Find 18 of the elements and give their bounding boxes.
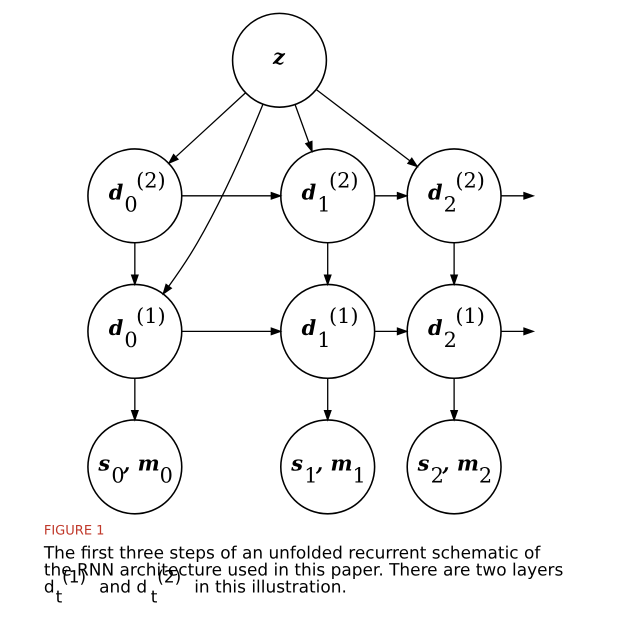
node-circle: z [231,12,327,108]
diagram-title: FIGURE 1 [43,524,104,539]
arrow [181,192,282,200]
arrow [323,378,332,422]
arrow [374,327,408,336]
arrow [167,92,246,164]
arrow [294,104,312,153]
arrow [450,242,458,286]
arrow [130,378,138,422]
arrow [500,327,535,336]
arrow [374,192,408,200]
arrow [450,378,458,422]
arrow [130,242,138,286]
arrow [323,242,332,286]
arrow [181,327,282,336]
arrow [162,104,263,296]
arrow [500,192,535,200]
arrow [316,89,418,168]
